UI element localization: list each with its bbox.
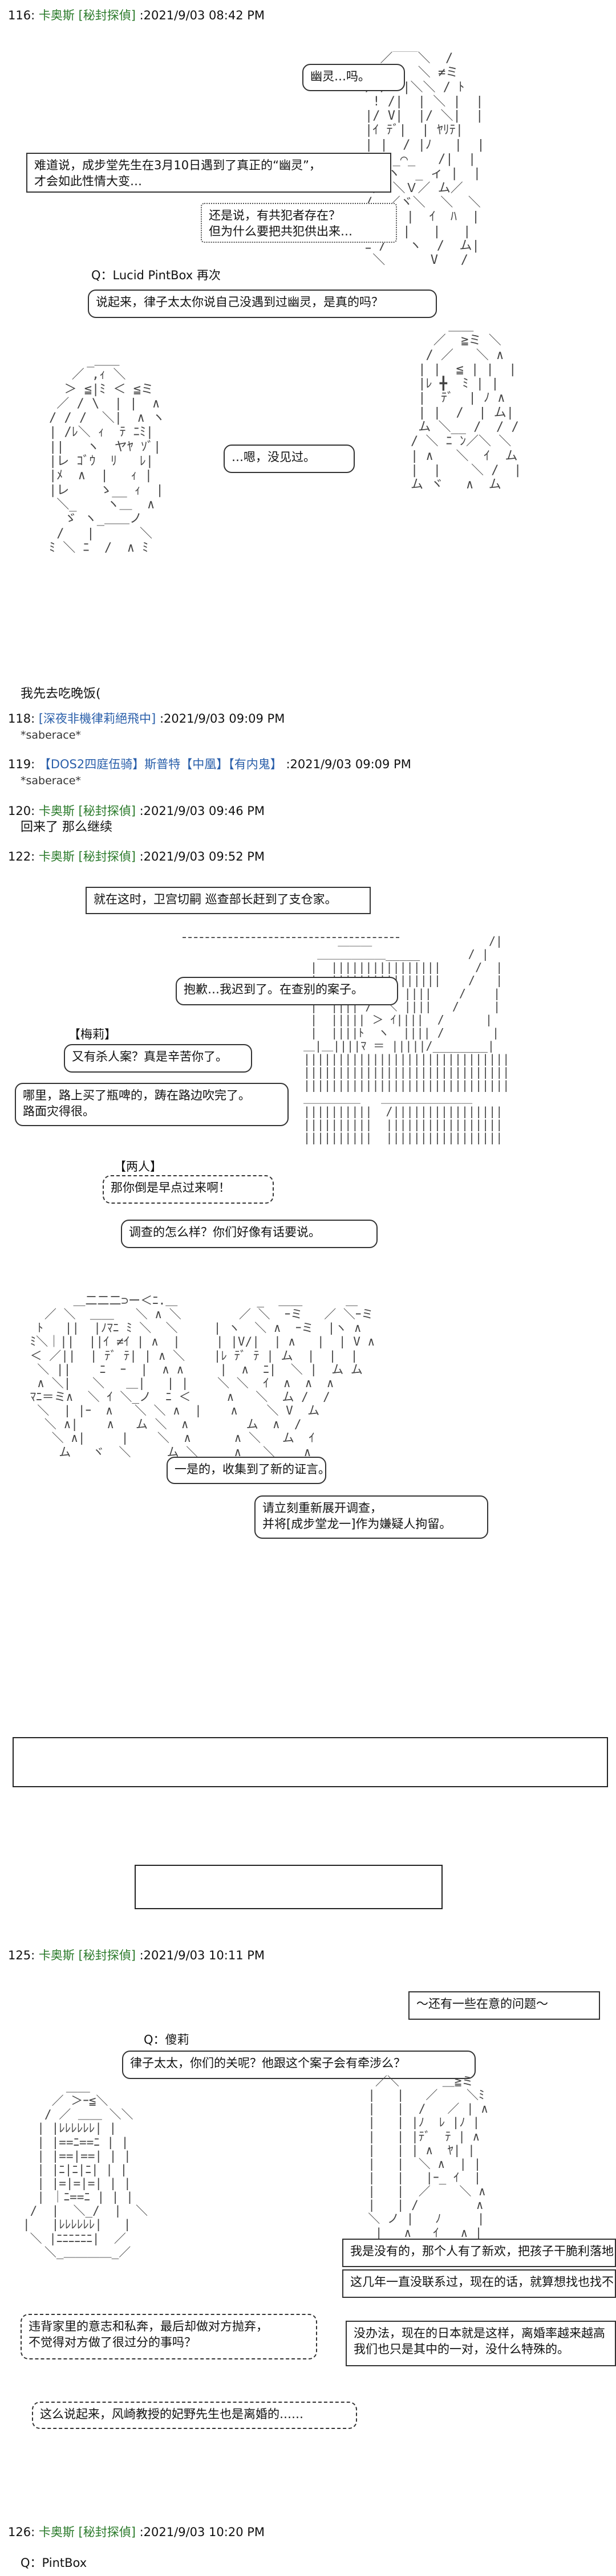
speech-bubble: 律子太太，你们的关呢？他跟这个案子会有牵涉么？ bbox=[122, 2051, 476, 2079]
post-date: :2021/9/03 09:09 PM bbox=[159, 712, 285, 725]
post-number: 116: bbox=[8, 9, 35, 22]
post-header-119: 119: 【DOS2四庭伍骑】斯普特【中凰】【有内鬼】 :2021/9/03 0… bbox=[8, 757, 411, 772]
blank-panel bbox=[135, 1865, 443, 1909]
speech-bubble: 这么说起来，风崎教授的妃野先生也是离婚的…… bbox=[32, 2402, 357, 2429]
speech-bubble: 请立刻重新展开调查， 并将[成步堂龙一]作为嫌疑人拘留。 bbox=[254, 1495, 488, 1539]
question-label: Q：傻莉 bbox=[144, 2033, 189, 2047]
post-number: 119: bbox=[8, 757, 35, 771]
speech-bubble: 调查的怎么样？你们好像有话要说。 bbox=[121, 1220, 378, 1248]
thought-box: 还是说，有共犯者存在？ 但为什么要把共犯供出来… bbox=[201, 203, 397, 243]
post-header-126: 126: 卡奥斯 [秘封探偵] :2021/9/03 10:20 PM bbox=[8, 2525, 265, 2540]
speech-bubble: 一是的，收集到了新的证言。 bbox=[167, 1457, 330, 1484]
ascii-art-character-4: ／＼ ＿≧ミ | | ／ ＼ﾐ | | / ／ | ∧ | | |ﾉ ﾚ |ﾉ … bbox=[368, 2074, 488, 2240]
post-date: :2021/9/03 09:46 PM bbox=[139, 804, 265, 818]
post-header-116: 116: 卡奥斯 [秘封探偵] :2021/9/03 08:42 PM bbox=[8, 8, 265, 23]
ascii-art-character-1: ／￣￣＼ / / _ ＼ ≠ミ / / |＼＼ / ﾄ ! /| | ＼ | |… bbox=[365, 51, 485, 268]
post-header-118: 118: [深夜非機律莉絕飛中] :2021/9/03 09:09 PM bbox=[8, 711, 285, 726]
post-text: 我先去吃晚饭( bbox=[21, 687, 101, 701]
poster-name[interactable]: 卡奥斯 [秘封探偵] bbox=[38, 1949, 136, 1962]
narration-box: 难道说，成步堂先生在3月10日遇到了真正的“幽灵”， 才会如此性情大变… bbox=[26, 153, 391, 193]
ascii-art-background: ＿＿ ／ ≧ミ ＼ / ／ ＼ ∧ | | ≦ | | | |ﾚ ╋ ﾐ | |… bbox=[411, 319, 522, 492]
poster-name[interactable]: 卡奥斯 [秘封探偵] bbox=[38, 804, 136, 818]
speech-bubble: 幽灵…吗。 bbox=[302, 64, 405, 91]
speech-box: 我是没有的，那个人有了新欢，把孩子干脆利落地 bbox=[342, 2239, 616, 2267]
speech-bubble: 抱歉…我迟到了。在查别的案子。 bbox=[176, 977, 398, 1005]
poster-name[interactable]: 卡奥斯 [秘封探偵] bbox=[38, 9, 136, 22]
post-text: 回来了 那么继续 bbox=[21, 820, 112, 834]
speech-bubble: 违背家里的意志和私奔，最后却做对方抛弃， 不觉得对方做了很过分的事吗？ bbox=[21, 2314, 317, 2359]
post-text: *saberace* bbox=[21, 775, 81, 787]
post-date: :2021/9/03 09:09 PM bbox=[286, 757, 411, 771]
speech-box: 这几年一直没联系过，现在的话，就算想找也找不 bbox=[342, 2269, 616, 2298]
speaker-label: 【梅莉】 bbox=[68, 1028, 116, 1041]
ascii-art-group-characters: ＿二二二⊃ー＜ﾆ.＿ _ ＿＿ ＿ ／ ＼ ＿＿ ＼ ∧ ＼ ／ ＼ ｰミ ／ … bbox=[30, 1294, 375, 1459]
post-date: :2021/9/03 10:11 PM bbox=[139, 1949, 265, 1962]
post-text: *saberace* bbox=[21, 729, 81, 741]
question-label: Q：PintBox bbox=[21, 2556, 87, 2570]
post-header-122: 122: 卡奥斯 [秘封探偵] :2021/9/03 09:52 PM bbox=[8, 849, 265, 864]
ascii-art-character-3: ＿＿ ／ ＞ｰ≦＼ / ／ ＿＿ ＼＼ | |ﾚﾚﾚﾚﾚﾚ| | | |==ﾆ=… bbox=[23, 2080, 148, 2259]
speech-bubble: 又有杀人案？真是辛苦你了。 bbox=[64, 1044, 252, 1073]
post-number: 118: bbox=[8, 712, 35, 725]
divider bbox=[183, 937, 399, 938]
post-number: 126: bbox=[8, 2525, 35, 2539]
speech-bubble: 哪里，路上买了瓶啤的，踌在路边吹完了。 路面灾得很。 bbox=[15, 1083, 289, 1126]
speech-box: 没办法，现在的日本就是这样，离婚率越来越高 我们也只是其中的一对，没什么特殊的。 bbox=[346, 2321, 616, 2366]
question-label: Q：Lucid PintBox 再次 bbox=[91, 268, 221, 282]
post-number: 120: bbox=[8, 804, 35, 818]
speech-bubble: 那你倒是早点过来啊！ bbox=[103, 1175, 274, 1204]
post-date: :2021/9/03 08:42 PM bbox=[139, 9, 265, 22]
post-header-125: 125: 卡奥斯 [秘封探偵] :2021/9/03 10:11 PM bbox=[8, 1948, 265, 1963]
poster-name[interactable]: 卡奥斯 [秘封探偵] bbox=[38, 2525, 136, 2539]
section-title-box: ～还有一些在意的问题～ bbox=[408, 1991, 600, 2020]
poster-name[interactable]: 【DOS2四庭伍骑】斯普特【中凰】【有内鬼】 bbox=[38, 757, 282, 771]
post-header-120: 120: 卡奥斯 [秘封探偵] :2021/9/03 09:46 PM bbox=[8, 804, 265, 818]
poster-name[interactable]: [深夜非機律莉絕飛中] bbox=[38, 712, 156, 725]
post-date: :2021/9/03 09:52 PM bbox=[139, 850, 265, 863]
narration-box: 就在这时，卫宫切嗣 巡查部长赶到了支仓家。 bbox=[86, 887, 371, 914]
post-number: 122: bbox=[8, 850, 35, 863]
blank-panel bbox=[13, 1737, 608, 1787]
ascii-art-character-2: _＿＿ ／ ,ｨ ＼ ＞ ≦|ﾐ ＜ ≦ミ ／ / \ | | ∧ / / / … bbox=[49, 353, 165, 555]
poster-name[interactable]: 卡奥斯 [秘封探偵] bbox=[38, 850, 136, 863]
post-date: :2021/9/03 10:20 PM bbox=[139, 2525, 265, 2539]
speaker-label: 【两人】 bbox=[114, 1160, 162, 1173]
speech-bubble: …嗯，没见过。 bbox=[224, 445, 355, 473]
ascii-art-scene-building: ＿＿＿ /| ＿＿＿＿＿＿_____ / | | |||||||||||||||… bbox=[303, 935, 510, 1144]
post-number: 125: bbox=[8, 1949, 35, 1962]
speech-bubble: 说起来，律子太太你说自己没遇到过幽灵，是真的吗？ bbox=[88, 290, 437, 318]
